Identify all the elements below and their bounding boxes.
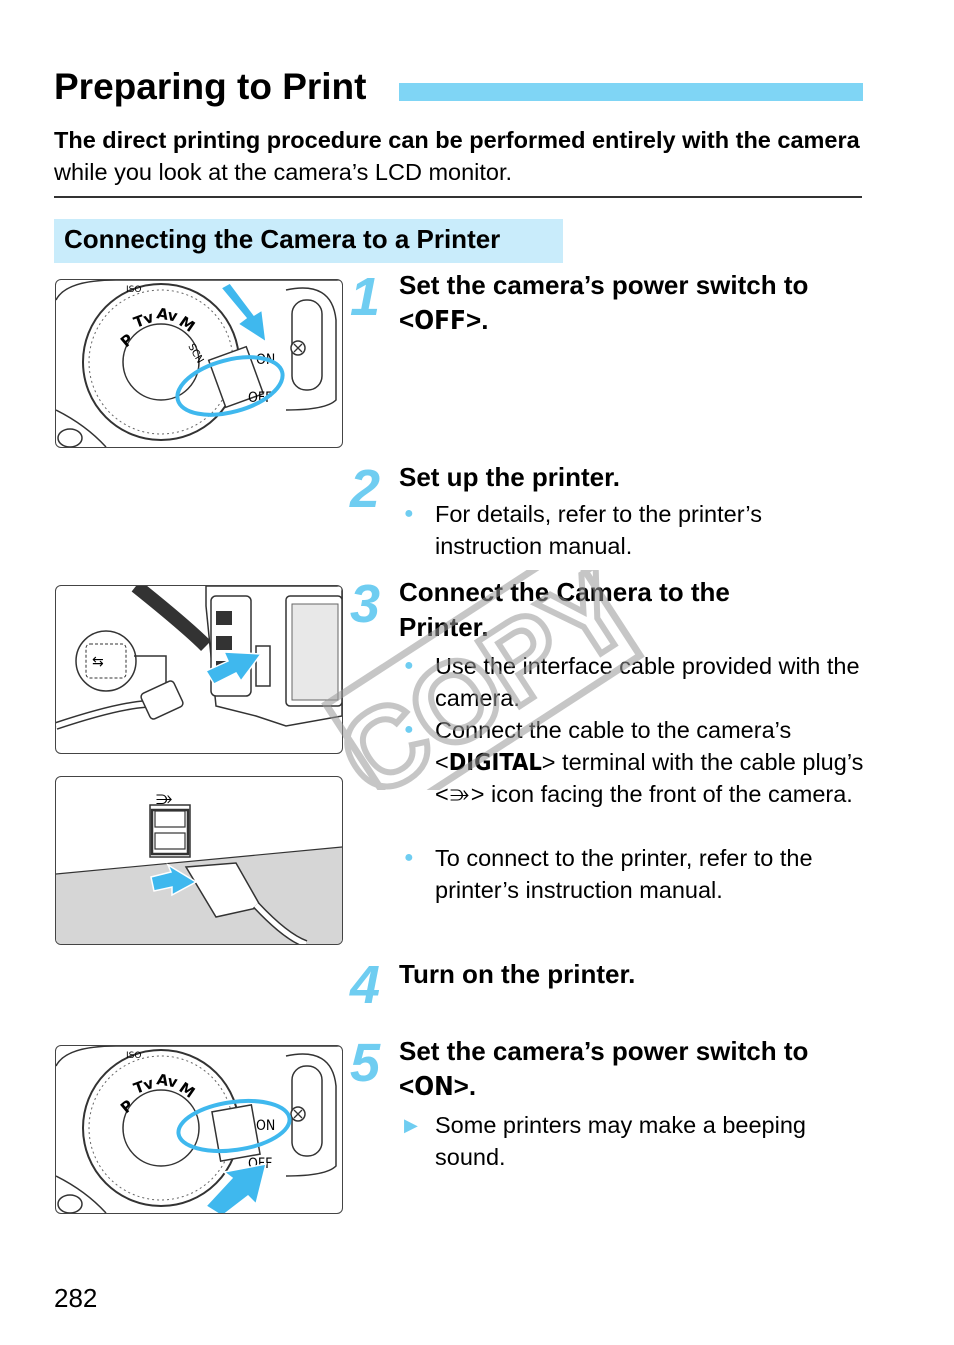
camera-cable-illustration: ⇆ xyxy=(55,585,343,754)
step-3-number: 3 xyxy=(350,574,381,634)
bullet-icon: ● xyxy=(404,849,414,866)
bullet-icon: ● xyxy=(404,657,414,674)
bullet-icon: ● xyxy=(404,505,414,522)
step-1-heading-gt: >. xyxy=(466,305,489,335)
step-5-result: Some printers may make a beeping sound. xyxy=(435,1112,806,1170)
step-2-bullet: For details, refer to the printer’s inst… xyxy=(435,501,762,559)
step-1-heading-a: Set the camera’s power switch to xyxy=(399,270,809,300)
step-5-heading-lt: < xyxy=(399,1071,415,1101)
step-2-heading: Set up the printer. xyxy=(399,462,621,492)
step-3-bullet-2-a: Connect the cable to the camera’s < xyxy=(435,717,792,775)
dial-label-iso: ISO xyxy=(126,285,141,295)
camera-dial-on-icon: P Tv Av M ISO ON OFF xyxy=(56,1046,342,1213)
dial-on-illustration: P Tv Av M ISO ON OFF xyxy=(55,1045,343,1214)
page-number: 282 xyxy=(54,1283,98,1313)
arrow-icon xyxy=(219,282,267,344)
page-title: Preparing to Print xyxy=(54,66,367,107)
step-5-heading-a: Set the camera’s power switch to xyxy=(399,1036,809,1066)
section-heading: Connecting the Camera to a Printer xyxy=(64,224,501,254)
usb-icon: ⇆ xyxy=(92,654,104,670)
title-bar-decoration xyxy=(399,83,863,101)
section-heading-box xyxy=(54,219,563,263)
step-1-number: 1 xyxy=(350,267,381,327)
divider-rule xyxy=(54,196,862,198)
step-3-bullet-3: To connect to the printer, refer to the … xyxy=(435,845,813,903)
step-5-mode-on: ON xyxy=(414,1072,454,1102)
camera-terminal-icon: ⇆ xyxy=(56,586,342,730)
intro-rest: while you look at the camera’s LCD monit… xyxy=(54,159,513,185)
dial-label-off: OFF xyxy=(248,390,272,406)
step-3-bullet-1: Use the interface cable provided with th… xyxy=(435,653,860,711)
arrow-icon xyxy=(204,1163,268,1213)
step-3-bullet-2-b: > terminal with the cable plug’s < xyxy=(435,749,864,807)
dial-label-av: Av xyxy=(155,1070,179,1091)
dial-label-tv: Tv xyxy=(131,308,156,332)
triangle-bullet-icon: ▶ xyxy=(404,1115,418,1135)
arrow-icon xyxy=(150,863,198,897)
bullet-icon: ● xyxy=(404,721,414,738)
intro-paragraph: The direct printing procedure can be per… xyxy=(54,124,864,188)
step-1-heading: Set the camera’s power switch to <OFF>. xyxy=(399,268,869,339)
step-1-mode-off: OFF xyxy=(414,306,467,336)
camera-dial-off-icon: P Tv Av M SCN ISO ON OFF xyxy=(56,280,342,447)
printer-usb-port-icon: ⭄ xyxy=(56,786,342,944)
usb-icon: ⭄ xyxy=(450,781,470,807)
usb-icon: ⭄ xyxy=(156,786,173,810)
dial-label-iso: ISO xyxy=(126,1051,141,1061)
intro-bold: The direct printing procedure can be per… xyxy=(54,127,860,153)
step-4-heading: Turn on the printer. xyxy=(399,959,636,989)
step-2-number: 2 xyxy=(350,459,381,519)
step-3-bullet-2: Connect the cable to the camera’s <DIGIT… xyxy=(435,714,865,810)
step-5-heading: Set the camera’s power switch to <ON>. xyxy=(399,1034,869,1105)
step-1-heading-lt: < xyxy=(399,305,415,335)
step-5-number: 5 xyxy=(350,1033,381,1093)
step-5-heading-gt: >. xyxy=(453,1071,477,1101)
dial-label-av: Av xyxy=(155,304,179,325)
printer-usb-illustration: ⭄ xyxy=(55,776,343,945)
step-3-bullet-2-c: > icon facing the front of the camera. xyxy=(470,781,853,807)
step-3-heading: Connect the Camera to the Printer. xyxy=(399,577,730,642)
step-4-number: 4 xyxy=(350,955,381,1015)
arrow-icon xyxy=(204,651,263,685)
dial-off-illustration: P Tv Av M SCN ISO ON OFF xyxy=(55,279,343,448)
dial-label-tv: Tv xyxy=(131,1074,156,1098)
dial-label-on: ON xyxy=(256,1118,275,1134)
copy-watermark: COPY xyxy=(318,570,648,790)
